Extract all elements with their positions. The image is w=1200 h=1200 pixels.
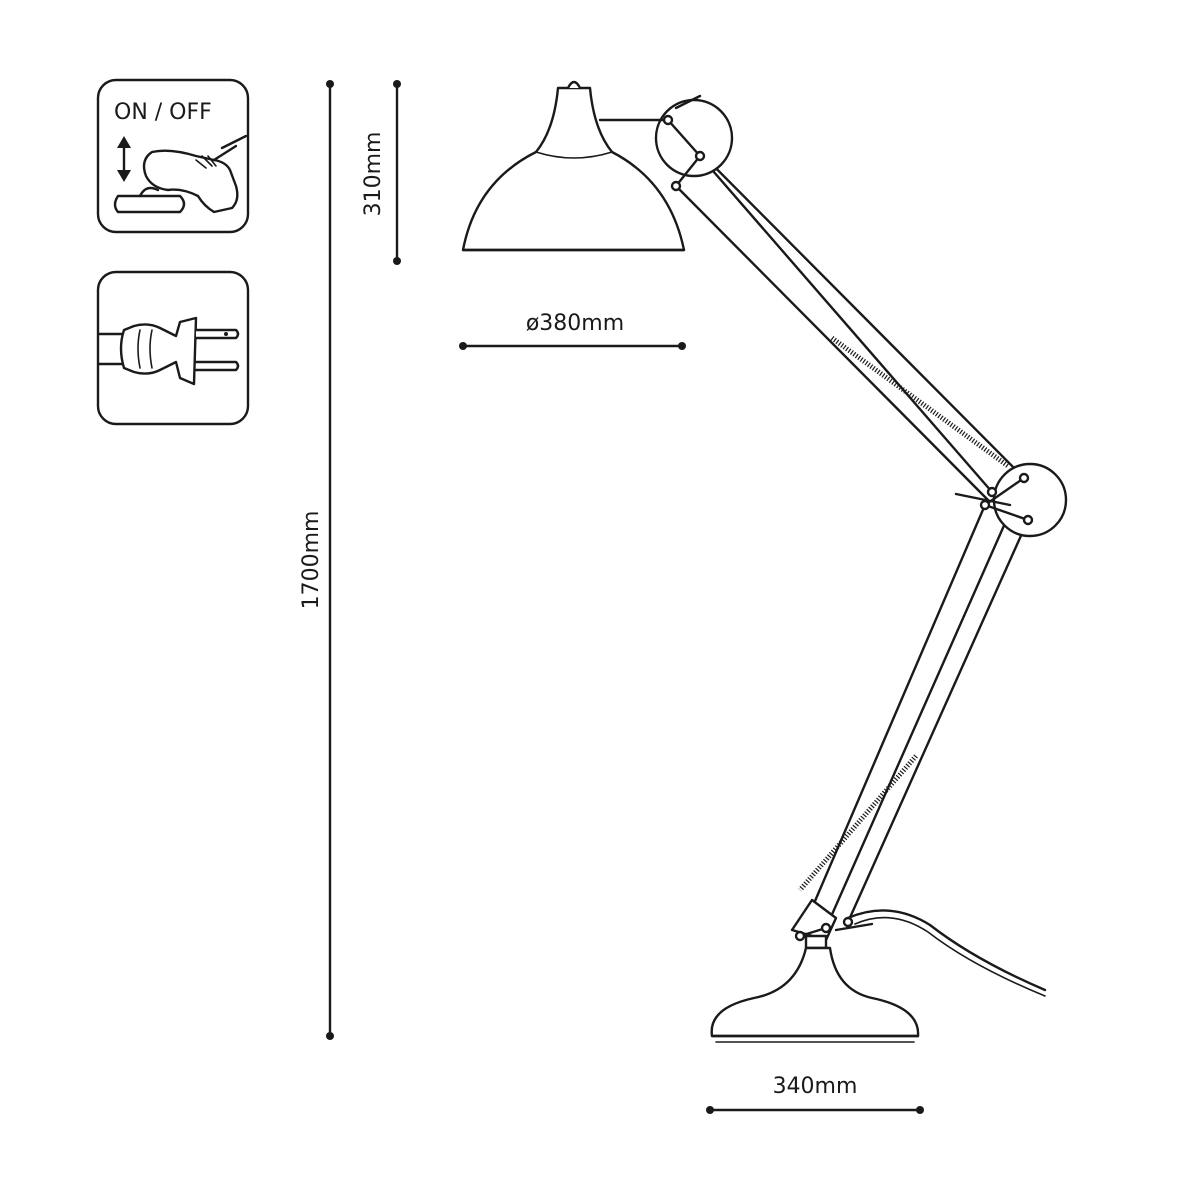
shoe-icon xyxy=(142,149,239,214)
shade-height-label: 310mm xyxy=(361,132,386,217)
shade-height-dimension: 310mm xyxy=(361,80,401,265)
plug-icon xyxy=(96,270,250,426)
upper-arm xyxy=(666,118,1026,502)
lamp-shade xyxy=(461,80,686,252)
base-joint xyxy=(790,898,874,950)
switch-label: ON / OFF xyxy=(114,100,212,125)
total-height-dimension: 1700mm xyxy=(299,80,334,1040)
total-height-label: 1700mm xyxy=(299,511,324,610)
lamp-drawing xyxy=(461,80,1068,1043)
up-down-arrow-icon xyxy=(117,136,131,182)
shade-diameter-label: ø380mm xyxy=(526,311,624,336)
head-joint xyxy=(598,94,734,192)
foot-switch-icon: ON / OFF xyxy=(96,78,250,234)
switch-pedal xyxy=(113,194,186,214)
shade-diameter-dimension: ø380mm xyxy=(459,311,686,350)
lower-arm xyxy=(798,503,1030,938)
elbow-joint xyxy=(954,462,1068,538)
base-width-dimension: 340mm xyxy=(706,1074,924,1114)
power-cable xyxy=(846,909,1047,992)
base-width-label: 340mm xyxy=(773,1074,858,1099)
lamp-base xyxy=(710,946,920,1043)
